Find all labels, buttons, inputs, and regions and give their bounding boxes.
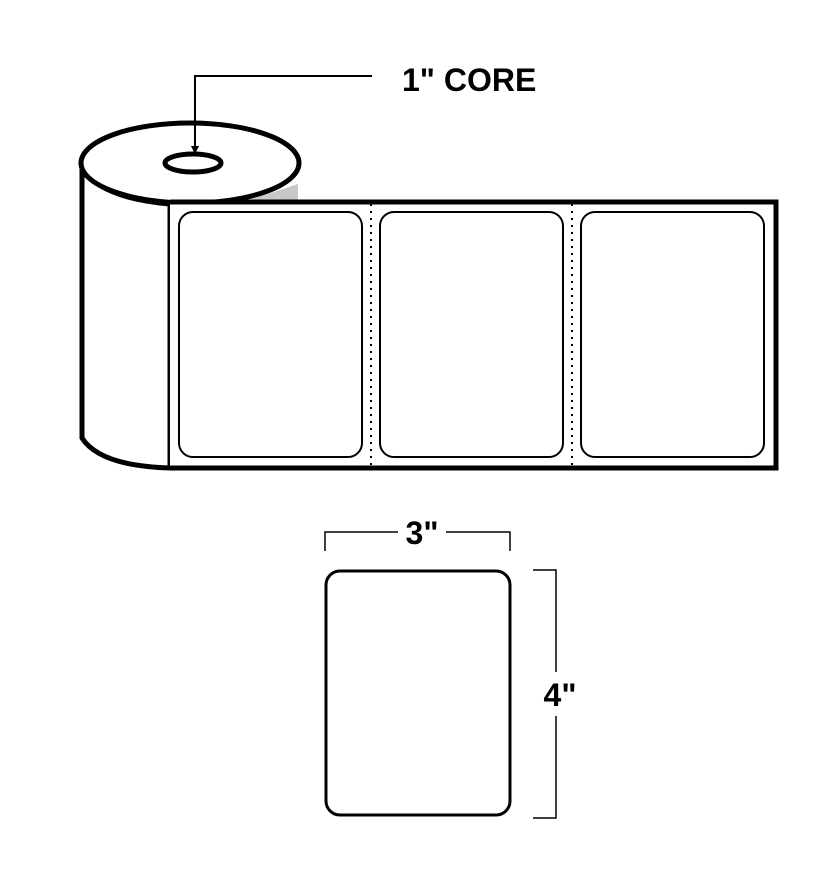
core-callout: 1" CORE [191, 62, 536, 154]
core-label: 1" CORE [402, 62, 536, 98]
height-label-gap [542, 672, 572, 716]
roll-shadow [250, 184, 298, 200]
core-arrowhead [191, 146, 199, 154]
strip-label-3 [580, 211, 765, 458]
roll-body [79, 158, 173, 471]
width-label-gap [398, 522, 446, 542]
single-label [324, 569, 512, 817]
strip-label-2 [379, 211, 564, 458]
width-label: 3" [406, 515, 439, 551]
label-roll [78, 120, 779, 471]
core-hole [162, 151, 224, 175]
single-label-detail: 3" 4" [324, 515, 577, 819]
strip-label-1 [178, 211, 363, 458]
core-leader-line [194, 75, 372, 150]
height-label: 4" [544, 677, 577, 713]
